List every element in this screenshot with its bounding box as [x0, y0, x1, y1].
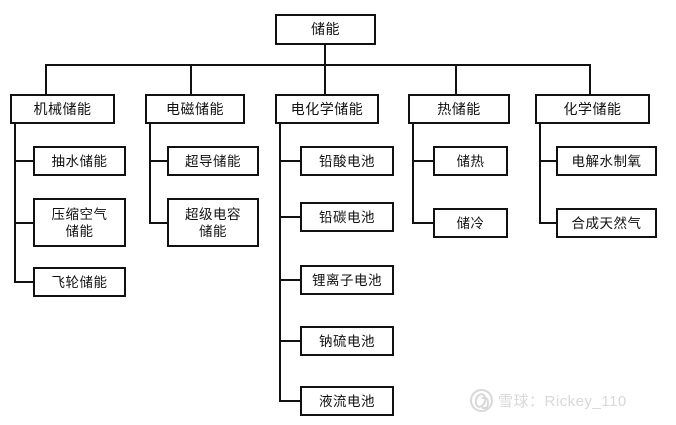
node-leaf-2-2[interactable]: 超级电容 储能 [167, 198, 259, 247]
node-leaf-3-2[interactable]: 铅碳电池 [300, 202, 394, 232]
connector-stub-1-3 [14, 281, 33, 283]
watermark: 雪球：Rickey_110 [470, 389, 627, 412]
node-leaf-3-1[interactable]: 铅酸电池 [300, 146, 394, 176]
connector-spine-branch-1 [14, 124, 16, 282]
node-branch-1[interactable]: 机械储能 [10, 94, 115, 124]
node-leaf-4-1[interactable]: 储热 [433, 146, 508, 176]
connector-root-stem [324, 45, 326, 65]
connector-spine-branch-5 [539, 124, 541, 224]
node-branch-2[interactable]: 电磁储能 [145, 94, 245, 124]
node-leaf-3-3[interactable]: 锂离子电池 [300, 265, 394, 295]
connector-stub-3-5 [279, 400, 300, 402]
connector-drop-branch-1 [45, 64, 47, 94]
xueqiu-logo-icon [470, 389, 493, 412]
node-branch-4[interactable]: 热储能 [408, 94, 510, 124]
connector-drop-branch-3 [324, 64, 326, 94]
connector-stub-1-2 [14, 222, 33, 224]
node-leaf-3-5[interactable]: 液流电池 [300, 386, 394, 416]
connector-level2-bus [45, 64, 591, 66]
node-leaf-1-1[interactable]: 抽水储能 [33, 146, 126, 176]
connector-spine-branch-3 [279, 124, 281, 402]
node-leaf-1-3[interactable]: 飞轮储能 [33, 267, 126, 297]
node-branch-3[interactable]: 电化学储能 [275, 94, 379, 124]
connector-stub-5-2 [539, 222, 556, 224]
node-leaf-3-4[interactable]: 钠硫电池 [300, 326, 394, 356]
connector-stub-3-1 [279, 160, 300, 162]
node-leaf-4-2[interactable]: 储冷 [433, 208, 508, 238]
connector-stub-3-2 [279, 216, 300, 218]
connector-stub-2-1 [149, 160, 167, 162]
node-leaf-1-2[interactable]: 压缩空气 储能 [33, 198, 126, 247]
node-root[interactable]: 储能 [275, 14, 376, 45]
connector-stub-2-2 [149, 222, 167, 224]
node-branch-5[interactable]: 化学储能 [535, 94, 650, 124]
connector-spine-branch-2 [149, 124, 151, 223]
connector-spine-branch-4 [412, 124, 414, 224]
connector-stub-1-1 [14, 160, 33, 162]
node-leaf-2-1[interactable]: 超导储能 [167, 146, 259, 176]
connector-stub-5-1 [539, 160, 556, 162]
connector-stub-3-3 [279, 279, 300, 281]
node-leaf-5-1[interactable]: 电解水制氧 [556, 146, 657, 176]
connector-drop-branch-4 [455, 64, 457, 94]
connector-drop-branch-5 [589, 64, 591, 94]
connector-stub-4-1 [412, 160, 433, 162]
watermark-text: 雪球：Rickey_110 [498, 393, 627, 410]
connector-drop-branch-2 [190, 64, 192, 94]
node-leaf-5-2[interactable]: 合成天然气 [556, 208, 657, 238]
connector-stub-4-2 [412, 222, 433, 224]
connector-stub-3-4 [279, 340, 300, 342]
